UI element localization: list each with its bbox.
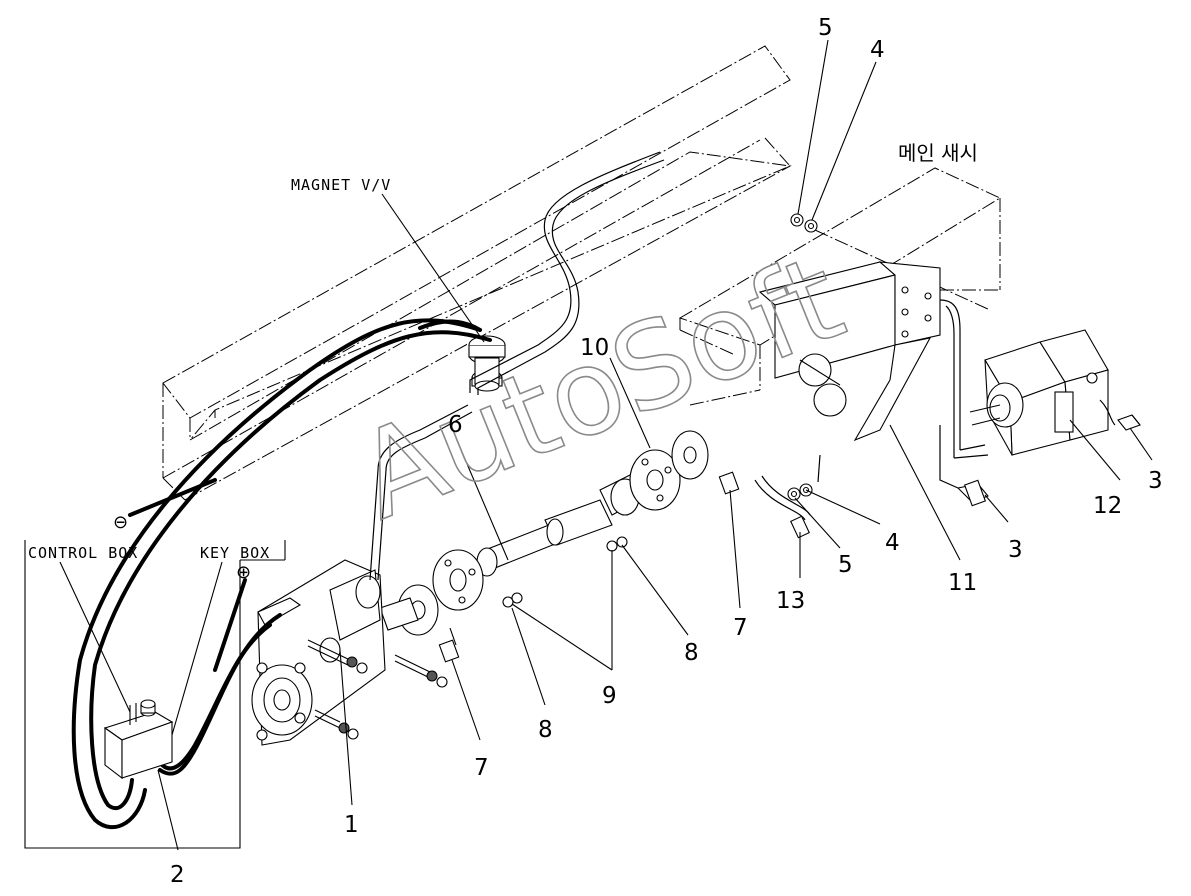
nut-washer-lower <box>787 483 813 501</box>
control-box-label: CONTROL BOX <box>28 544 138 562</box>
callout-11: 11 <box>948 570 977 596</box>
minus-terminal-icon: ⊖ <box>113 512 128 533</box>
callout-9: 9 <box>602 683 617 709</box>
control-key-box-frame <box>24 540 286 849</box>
hoses <box>369 151 1116 581</box>
callout-2: 2 <box>170 862 185 888</box>
pin-13 <box>790 515 810 539</box>
callout-5-top: 5 <box>818 15 833 41</box>
control-box <box>103 699 174 780</box>
bolt-7-right <box>718 471 740 495</box>
callout-7-right: 7 <box>733 615 748 641</box>
callout-1: 1 <box>344 812 359 838</box>
drive-shaft <box>476 430 709 577</box>
callout-13: 13 <box>776 588 805 614</box>
hydraulic-pump <box>969 329 1109 456</box>
callout-8-right: 8 <box>684 640 699 666</box>
main-chassis-label: 메인 새시 <box>898 141 978 165</box>
leader-lines <box>59 39 1153 851</box>
plus-terminal-icon: ⊕ <box>236 562 251 583</box>
key-box-label: KEY BOX <box>200 544 270 562</box>
callout-4-top: 4 <box>870 37 885 63</box>
mounting-bracket <box>758 261 941 442</box>
callout-4-lower: 4 <box>885 530 900 556</box>
flange-left <box>379 549 484 636</box>
callout-12: 12 <box>1093 493 1122 519</box>
bolt-7-left <box>438 627 460 663</box>
callout-7-left: 7 <box>474 755 489 781</box>
callout-3-right: 3 <box>1148 468 1163 494</box>
studs <box>307 639 448 740</box>
bolt-3-right <box>1117 414 1141 431</box>
washers-8-9 <box>502 536 628 608</box>
callout-6: 6 <box>448 412 463 438</box>
callout-8-left: 8 <box>538 717 553 743</box>
bolt-3-lower <box>956 479 989 507</box>
callout-3-lower: 3 <box>1008 537 1023 563</box>
callout-5-lower: 5 <box>838 552 853 578</box>
callout-10: 10 <box>580 335 609 361</box>
magnet-valve-label: MAGNET V/V <box>291 176 391 194</box>
wiring <box>71 318 492 830</box>
watermark: AutoSoft <box>339 228 861 546</box>
nut-washer-top <box>790 213 818 233</box>
